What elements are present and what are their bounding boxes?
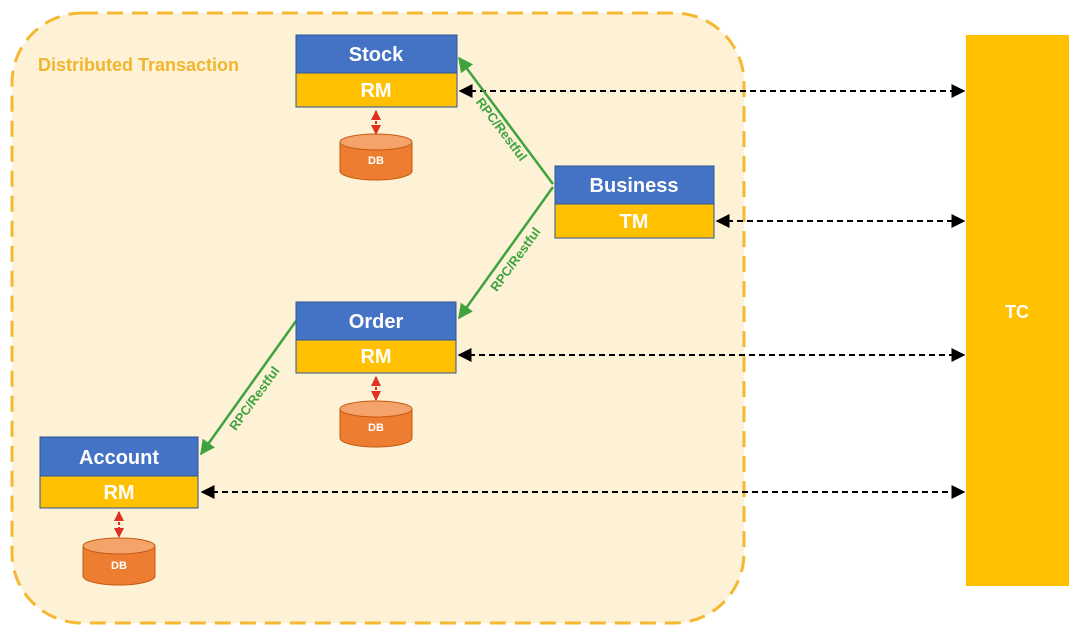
- order-db-label: DB: [368, 422, 384, 434]
- order-role-box: [295, 339, 457, 374]
- account-role: RM: [103, 482, 134, 504]
- business-role: TM: [620, 211, 649, 233]
- account-component: Account RM: [39, 436, 199, 509]
- stock-db-icon: DB: [339, 133, 413, 181]
- order-component: Order RM: [295, 301, 457, 374]
- order-role: RM: [360, 346, 391, 368]
- stock-title: Stock: [349, 44, 404, 66]
- business-title: Business: [590, 175, 679, 197]
- region-label: Distributed Transaction: [38, 55, 239, 75]
- stock-role: RM: [360, 80, 391, 102]
- account-title-box: [39, 436, 199, 477]
- account-db-label: DB: [111, 560, 127, 572]
- rpc-arrow-order-account: [199, 320, 298, 456]
- order-title-box: [295, 301, 457, 341]
- business-role-box: [554, 203, 715, 239]
- stock-db-label: DB: [368, 155, 384, 167]
- order-db-icon: DB: [339, 400, 413, 448]
- business-component: Business TM: [554, 165, 715, 239]
- rpc-arrow-business-order: [457, 186, 555, 320]
- account-role-box: [39, 475, 199, 509]
- stock-title-box: [295, 34, 458, 74]
- order-title: Order: [349, 311, 404, 333]
- account-db-icon: DB: [82, 537, 156, 586]
- tc-bar: [966, 35, 1069, 586]
- tc-label: TC: [1005, 302, 1029, 322]
- account-title: Account: [79, 447, 159, 469]
- stock-role-box: [295, 72, 458, 108]
- rpc-arrow-business-stock: [457, 56, 555, 185]
- stock-component: Stock RM: [295, 34, 458, 108]
- business-title-box: [554, 165, 715, 205]
